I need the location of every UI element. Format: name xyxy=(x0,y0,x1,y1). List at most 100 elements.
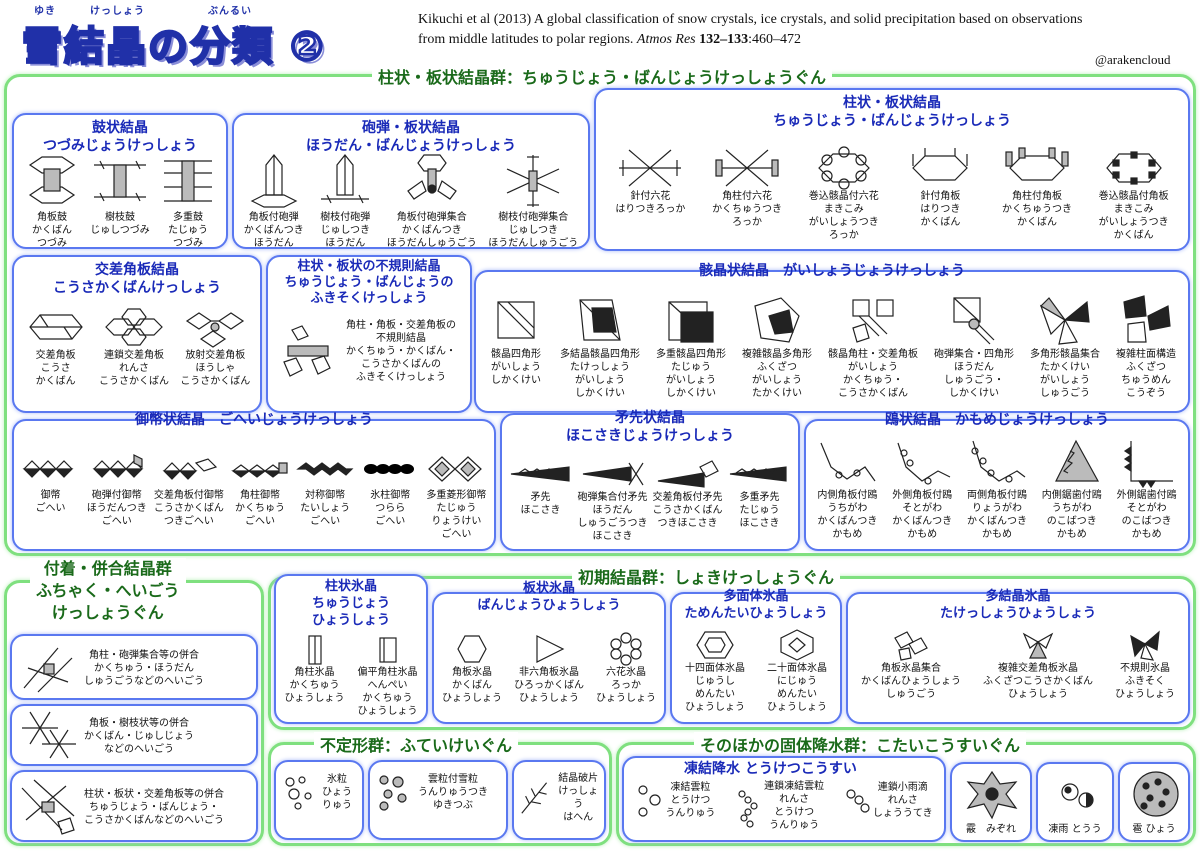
box-plate-ice: 板状氷晶 ばんじょうひょうしょう 角板氷晶 かくばん ひょうしょう 非六角板氷晶… xyxy=(432,581,666,724)
box-spear: 矛先状結晶 ほこさきじょうけっしょう 矛先 ほこさき 砲弾集合付矛先 ほうだん … xyxy=(500,410,800,551)
plate-bullet-icon xyxy=(250,154,298,208)
chain-crossed-plate-icon xyxy=(105,308,163,346)
crystal-item: 砲弾集合・四角形 ほうだん しゅうごう・ しかくけい xyxy=(934,292,1014,400)
page-title: 雪結晶の分類 ② xyxy=(21,23,326,72)
crystal-item: 角柱御幣 かくちゅう ごへい xyxy=(231,449,289,528)
crystal-label: 角板鼓 かくばん つづみ xyxy=(32,212,72,249)
box-irregular-title: 柱状・板状の不規則結晶 ちゅうじょう・ばんじょうの ふきそくけっしょう xyxy=(284,259,454,306)
box-polyhedral-ice: 多面体氷晶 ためんたいひょうしょう 十四面体氷晶 じゅうし めんたい ひょうしょ… xyxy=(670,589,842,724)
aggregate-label: 角柱・砲弾集合等の併合 かくちゅう・ほうだん しゅうごうなどのへいごう xyxy=(84,649,204,687)
crystal-label: 多角形骸晶集合 たかくけい がいしょう しゅうごう xyxy=(1030,349,1100,399)
crystal-label: 角柱付六花 かくちゅうつき ろっか xyxy=(712,191,783,228)
crystal-item: 矛先 ほこさき xyxy=(509,457,573,517)
ice-pellet-icon xyxy=(1061,783,1094,808)
box-polyhedral-ice-title: 多面体氷晶 ためんたいひょうしょう xyxy=(684,589,828,621)
column-plate-crossed-aggregate-icon xyxy=(21,779,75,835)
crystal-label: 複雑骸晶多角形 ふくざつ がいしょう たかくけい xyxy=(742,349,812,399)
crystal-label: 角板氷晶集合 かくばんひょうしょう しゅうごう xyxy=(861,663,961,700)
crystal-item: 針付六花 はりつきろっか xyxy=(615,146,685,216)
radiating-crossed-plate-icon xyxy=(186,312,245,348)
spearhead-icon xyxy=(510,466,570,482)
box-crossed-plate-title: 交差角板結晶 こうさかくばんけっしょう xyxy=(53,262,221,296)
crystal-item: 針付角板 はりつき かくばん xyxy=(905,146,975,229)
multiple-spearhead-icon xyxy=(729,466,787,482)
hail-icon xyxy=(1133,771,1179,817)
crystal-label: 角柱付角板 かくちゅうつき かくばん xyxy=(1001,191,1072,228)
citation-line-1: Kikuchi et al (2013) A global classifica… xyxy=(418,12,1083,27)
crystal-label: 樹枝付砲弾 じゅしつき ほうだん xyxy=(320,212,371,249)
crystal-item: 偏平角柱氷晶 へんぺい かくちゅう ひょうしょう xyxy=(358,634,418,718)
crystal-item: 内側角板付鴎 うちがわ かくばんつき かもめ xyxy=(817,437,877,541)
crystal-item: 複雑骸晶多角形 ふくざつ がいしょう たかくけい xyxy=(742,292,812,400)
crystal-label: 巻込骸晶付角板 まきこみ がいしょうつき かくばん xyxy=(1098,191,1169,241)
crystal-label: 砲弾集合付矛先 ほうだん しゅうごうつき ほこさき xyxy=(577,492,648,542)
crystal-item: 非六角板氷晶 ひろっかくばん ひょうしょう xyxy=(514,632,584,705)
column-stellar-icon xyxy=(715,149,779,187)
flat-column-ice-icon xyxy=(378,637,397,663)
crystal-label: 複雑柱面構造 ふくざつ ちゅうめん こうぞう xyxy=(1116,349,1176,399)
crossed-plate-gohei-icon xyxy=(162,458,217,480)
citation-volume: 132–133 xyxy=(695,32,749,47)
multiple-skeletal-quad-icon xyxy=(668,301,714,343)
plate-bullet-combination-icon xyxy=(406,154,457,200)
hexagonal-drum-icon xyxy=(28,156,76,204)
crystal-label: 内側角板付鴎 うちがわ かくばんつき かもめ xyxy=(817,490,878,540)
crystal-item: 角板氷晶集合 かくばんひょうしょう しゅうごう xyxy=(861,628,961,701)
broken-branch-icon xyxy=(521,782,548,814)
box-frozen-title: 凍結降水 とうけつこうすい xyxy=(684,761,857,777)
crystal-label: 巻込骸晶付六花 まきこみ がいしょうつき ろっか xyxy=(808,191,879,241)
crystal-label: 樹枝鼓 じゅしつづみ xyxy=(90,212,150,236)
symmetric-gohei-icon xyxy=(296,462,354,476)
triangular-plate-ice-icon xyxy=(536,635,565,663)
crystal-item: 角板付砲弾 かくばんつき ほうだん xyxy=(244,151,304,250)
crystal-item: 二十面体氷晶 にじゅう めんたい ひょうしょう xyxy=(767,628,827,714)
crystal-item: 多重菱形御幣 たじゅう りょうけい ごへい xyxy=(426,449,486,541)
citation-line-2: from middle latitudes to polar regions. … xyxy=(418,32,802,47)
crystal-item: 六花氷晶 ろっか ひょうしょう xyxy=(596,632,656,705)
crystal-item: 角柱付六花 かくちゅうつき ろっか xyxy=(712,146,782,229)
crystal-label: 交差角板付御幣 こうさかくばん つきごへい xyxy=(153,490,224,527)
crystal-item: 樹枝鼓 じゅしつづみ xyxy=(90,151,150,237)
box-bullet: 砲弾・板状結晶 ほうだん・ばんじょうけっしょう 角板付砲弾 かくばんつき ほうだ… xyxy=(232,113,590,249)
crystal-label: 雲粒付雪粒 うんりゅうつき ゆきつぶ xyxy=(418,773,488,811)
box-drum-title: 鼓状結晶 つづみじょうけっしょう xyxy=(43,120,197,154)
crystal-label: 対称御幣 たいしょう ごへい xyxy=(300,490,351,527)
box-polycrystal-ice-title: 多結晶氷晶 たけっしょうひょうしょう xyxy=(939,589,1096,621)
box-drum: 鼓状結晶 つづみじょうけっしょう 角板鼓 かくばん つづみ 樹枝鼓 じゅしつづみ… xyxy=(12,113,228,249)
box-skeletal-title: 骸晶状結晶 がいしょうじょうけっしょう xyxy=(699,263,965,279)
crossed-plate-icon xyxy=(28,314,83,340)
skeletal-column-crossed-plate-icon xyxy=(852,299,894,343)
box-graupel: 霰 みぞれ xyxy=(950,762,1032,842)
freezing-rain-label: 凍雨 とうう xyxy=(1048,824,1102,835)
column-plate-icon xyxy=(1005,147,1069,181)
box-columnar-ice-title: 柱状氷晶 ちゅうじょう ひょうしょう xyxy=(311,579,390,628)
crystal-label: 針付六花 はりつきろっか xyxy=(615,191,686,215)
crystal-label: 凍結雲粒 とうけつ うんりゅう xyxy=(665,781,716,819)
box-gohei-title: 御幣状結晶 ごへいじょうけっしょう xyxy=(135,412,373,428)
furigana-yuki: ゆき xyxy=(34,6,56,17)
attach-item-1: 角柱・砲弾集合等の併合 かくちゅう・ほうだん しゅうごうなどのへいごう xyxy=(10,634,258,700)
column-bullet-aggregate-icon xyxy=(23,647,73,693)
box-crossed-plate: 交差角板結晶 こうさかくばんけっしょう 交差角板 こうさ かくばん 連鎖交差角板… xyxy=(12,255,262,413)
bullet-combination-quad-icon xyxy=(953,297,995,345)
irregular-crystal-icon xyxy=(283,324,331,377)
crystal-label: 交差角板付矛先 こうさかくばん つきほこさき xyxy=(652,492,723,529)
citation-journal: Atmos Res xyxy=(636,32,696,47)
crystal-item: 複雑柱面構造 ふくざつ ちゅうめん こうぞう xyxy=(1116,292,1176,400)
crystal-label: 多重骸晶四角形 たじゅう がいしょう しかくけい xyxy=(656,349,726,399)
crystal-label: 角柱氷晶 かくちゅう ひょうしょう xyxy=(284,667,345,704)
crystal-label: 連鎖交差角板 れんさ こうさかくばん xyxy=(98,350,169,387)
box-seagull-title: 鴎状結晶 かもめじょうけっしょう xyxy=(885,412,1109,428)
crystal-label: 多重矛先 たじゅう ほこさき xyxy=(739,492,780,529)
needle-plate-icon xyxy=(912,148,969,181)
crystal-item: 多重鼓 たじゅう つづみ xyxy=(158,151,218,250)
box-polycrystal-ice: 多結晶氷晶 たけっしょうひょうしょう 角板氷晶集合 かくばんひょうしょう しゅう… xyxy=(846,589,1190,724)
author-handle: @arakencloud xyxy=(1095,52,1171,67)
box-column-plate: 柱状・板状結晶 ちゅうじょう・ばんじょうけっしょう 針付六花 はりつきろっか 角… xyxy=(594,88,1190,251)
scroll-skeletal-plate-icon xyxy=(1105,151,1162,185)
crystal-label: 交差角板 こうさ かくばん xyxy=(35,350,76,387)
graupel-icon xyxy=(966,770,1018,820)
group-initial-title: 初期結晶群：しょきけっしょうぐん xyxy=(572,564,841,588)
crystal-label: 多結晶骸晶四角形 たけっしょう がいしょう しかくけい xyxy=(560,349,640,399)
box-columnar-ice: 柱状氷晶 ちゅうじょう ひょうしょう 角柱氷晶 かくちゅう ひょうしょう 偏平角… xyxy=(274,574,428,724)
